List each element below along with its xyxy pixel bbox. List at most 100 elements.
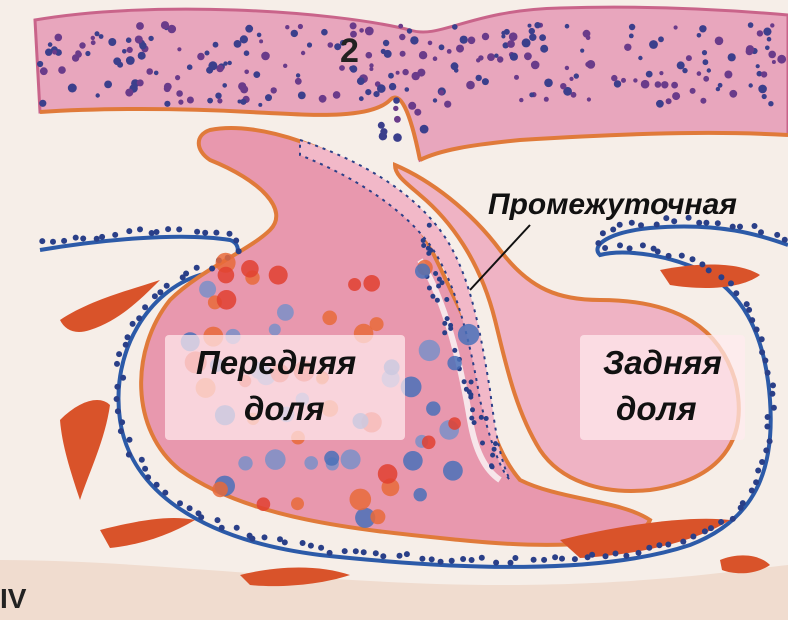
- nucleus-dot: [400, 51, 406, 57]
- nucleus-dot: [544, 79, 553, 88]
- nucleus-dot: [257, 33, 262, 38]
- nucleus-dot: [162, 490, 168, 496]
- nucleus-dot: [142, 466, 148, 472]
- nucleus-dot: [534, 22, 540, 28]
- nucleus-dot: [448, 323, 453, 328]
- nucleus-dot: [361, 549, 367, 555]
- secretory-cell: [414, 488, 427, 501]
- secretory-cell: [370, 317, 384, 331]
- nucleus-dot: [680, 539, 686, 545]
- nucleus-dot: [244, 70, 249, 75]
- nucleus-dot: [519, 98, 523, 102]
- secretory-cell: [403, 451, 423, 471]
- nucleus-dot: [126, 452, 132, 458]
- nucleus-dot: [258, 103, 262, 107]
- nucleus-dot: [718, 274, 724, 280]
- nucleus-dot: [508, 560, 514, 566]
- nucleus-dot: [490, 464, 495, 469]
- nucleus-dot: [686, 55, 692, 61]
- nucleus-dot: [640, 242, 646, 248]
- nucleus-dot: [233, 238, 239, 244]
- nucleus-dot: [433, 56, 438, 61]
- nucleus-dot: [207, 98, 213, 104]
- nucleus-dot: [393, 106, 398, 111]
- nucleus-dot: [470, 407, 475, 412]
- nucleus-dot: [480, 441, 485, 446]
- nucleus-dot: [690, 88, 696, 94]
- nucleus-dot: [136, 22, 144, 30]
- nucleus-dot: [365, 27, 374, 36]
- nucleus-dot: [758, 229, 764, 235]
- nucleus-dot: [419, 556, 425, 562]
- secretory-cell: [363, 275, 380, 292]
- nucleus-dot: [700, 98, 706, 104]
- secretory-cell: [324, 451, 339, 466]
- nucleus-dot: [617, 242, 623, 248]
- secretory-cell: [199, 281, 216, 298]
- nucleus-dot: [492, 447, 497, 452]
- nucleus-dot: [165, 226, 171, 232]
- nucleus-dot: [291, 30, 298, 37]
- nucleus-dot: [757, 30, 763, 36]
- nucleus-dot: [479, 555, 485, 561]
- nucleus-dot: [759, 459, 765, 465]
- nucleus-dot: [629, 34, 634, 39]
- nucleus-dot: [414, 109, 421, 116]
- nucleus-dot: [666, 98, 672, 104]
- nucleus-dot: [702, 528, 708, 534]
- secretory-cell: [426, 401, 440, 415]
- nucleus-dot: [442, 321, 447, 326]
- nucleus-dot: [587, 97, 591, 101]
- nucleus-dot: [208, 61, 217, 70]
- nucleus-dot: [262, 534, 268, 540]
- nucleus-dot: [756, 64, 760, 68]
- nucleus-dot: [728, 280, 734, 286]
- nucleus-dot: [718, 519, 724, 525]
- nucleus-dot: [623, 553, 629, 559]
- nucleus-dot: [187, 97, 194, 104]
- nucleus-dot: [476, 58, 480, 62]
- nucleus-dot: [113, 57, 121, 65]
- nucleus-dot: [116, 351, 122, 357]
- nucleus-dot: [436, 284, 441, 289]
- nucleus-dot: [213, 230, 219, 236]
- nucleus-dot: [50, 239, 56, 245]
- nucleus-dot: [529, 92, 534, 97]
- nucleus-dot: [452, 348, 457, 353]
- nucleus-dot: [752, 223, 758, 229]
- nucleus-dot: [402, 69, 408, 75]
- nucleus-dot: [219, 525, 225, 531]
- intermediate-label: Промежуточная: [488, 188, 737, 222]
- nucleus-dot: [215, 93, 221, 99]
- nucleus-dot: [595, 240, 601, 246]
- nucleus-dot: [417, 69, 425, 77]
- nucleus-dot: [759, 349, 765, 355]
- nucleus-dot: [240, 99, 246, 105]
- nucleus-dot: [217, 98, 222, 103]
- nucleus-dot: [300, 540, 306, 546]
- nucleus-dot: [439, 90, 444, 95]
- nucleus-dot: [157, 289, 163, 295]
- nucleus-dot: [493, 560, 499, 566]
- nucleus-dot: [472, 420, 477, 425]
- nucleus-dot: [552, 554, 558, 560]
- nucleus-dot: [759, 336, 765, 342]
- nucleus-dot: [126, 228, 132, 234]
- nucleus-dot: [161, 21, 169, 29]
- nucleus-dot: [318, 545, 324, 551]
- nucleus-dot: [236, 248, 242, 254]
- nucleus-dot: [728, 53, 736, 61]
- nucleus-dot: [512, 555, 518, 561]
- nucleus-dot: [580, 49, 584, 53]
- nucleus-dot: [265, 94, 272, 101]
- nucleus-dot: [39, 238, 45, 244]
- anterior-label-line2: доля: [244, 390, 325, 428]
- nucleus-dot: [658, 36, 664, 42]
- nucleus-dot: [298, 24, 303, 29]
- nucleus-dot: [127, 47, 133, 53]
- nucleus-dot: [365, 89, 371, 95]
- nucleus-dot: [444, 101, 451, 108]
- nucleus-dot: [388, 73, 394, 79]
- nucleus-dot: [58, 66, 66, 74]
- nucleus-dot: [249, 536, 255, 542]
